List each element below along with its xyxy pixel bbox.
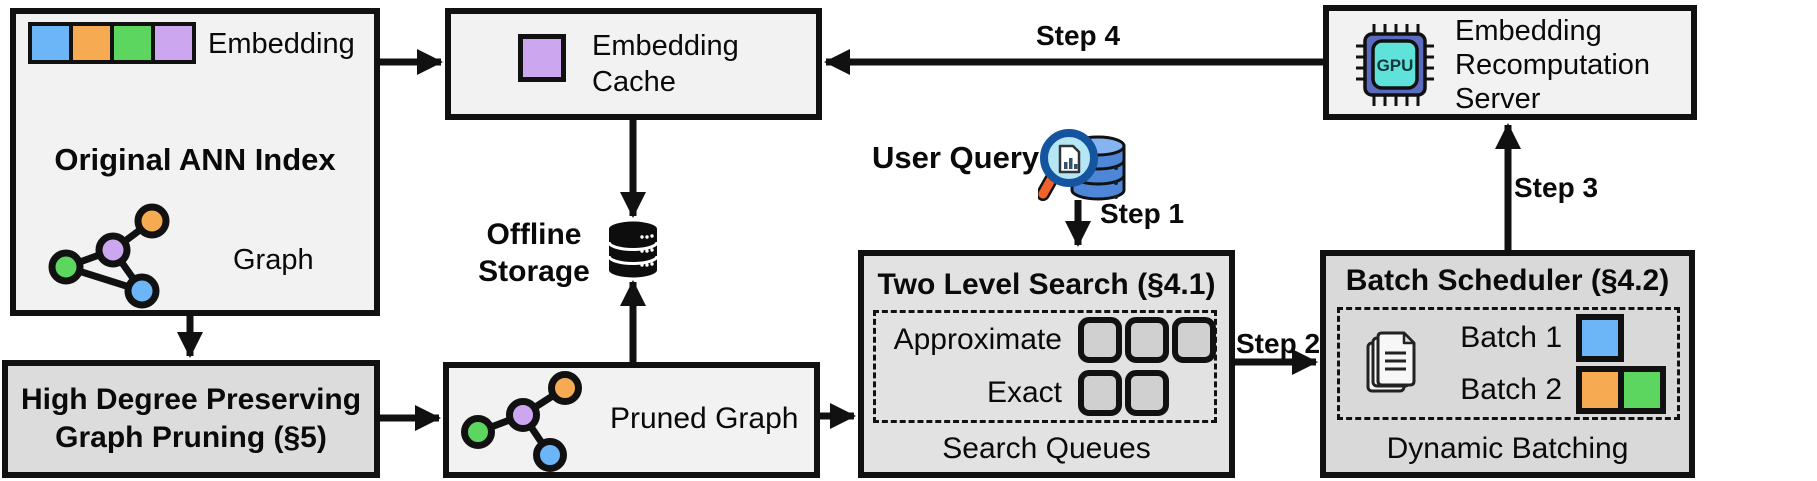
dynamic-batching-label: Dynamic Batching	[1386, 432, 1629, 465]
step1-label: Step 1	[1100, 198, 1185, 229]
user-query-label: User Query	[872, 140, 1040, 175]
two-level-search-title: Two Level Search (§4.1)	[877, 268, 1216, 301]
batch-item-orange	[1576, 366, 1624, 414]
step3-label: Step 3	[1514, 172, 1599, 203]
batch2-row: Batch 2	[1450, 366, 1666, 414]
queue-slot	[1078, 316, 1122, 363]
recomputation-server-label: Embedding Recomputation Server	[1455, 15, 1651, 115]
batch1-label: Batch 1	[1460, 321, 1562, 354]
gpu-chip-icon: GPU	[1356, 24, 1434, 106]
approximate-label: Approximate	[893, 322, 1062, 356]
embedding-cache-box: Embedding Cache	[445, 8, 822, 120]
batch1-row: Batch 1	[1450, 314, 1624, 362]
graph-pruning-box: High Degree Preserving Graph Pruning (§5…	[2, 360, 380, 478]
cached-embedding-icon	[518, 34, 566, 82]
embedding-cell-purple	[155, 26, 192, 60]
batch1-items	[1576, 314, 1624, 362]
queue-slot	[1078, 369, 1122, 416]
original-ann-index-title: Original ANN Index	[54, 142, 336, 177]
original-ann-index-box: Embedding Original ANN Index Graph	[10, 8, 380, 316]
embedding-vector-icon	[28, 22, 196, 64]
batch-item-green	[1618, 366, 1666, 414]
batch-item-blue	[1576, 314, 1624, 362]
documents-icon	[1366, 331, 1416, 393]
search-queues-label: Search Queues	[942, 432, 1151, 465]
embedding-cell-orange	[73, 26, 110, 60]
batch-scheduler-title: Batch Scheduler (§4.2)	[1345, 264, 1670, 297]
exact-label: Exact	[986, 375, 1062, 409]
embedding-cell-blue	[32, 26, 69, 60]
embedding-cell-green	[114, 26, 151, 60]
batch-scheduler-box: Batch Scheduler (§4.2) Batch 1 Batch 2	[1320, 250, 1695, 478]
step4-label: Step 4	[1035, 20, 1121, 51]
embedding-cache-label: Embedding Cache	[592, 30, 739, 98]
queue-slot	[1125, 369, 1169, 416]
pruned-graph-label: Pruned Graph	[610, 402, 799, 435]
approximate-queue-row: Approximate	[876, 313, 1216, 366]
offline-storage-database-icon	[607, 221, 659, 278]
offline-storage-label: Offline Storage	[478, 218, 590, 288]
exact-queue-slots	[1078, 369, 1214, 416]
graph-pruning-title: High Degree Preserving Graph Pruning (§5…	[20, 383, 362, 454]
queue-slot	[1172, 316, 1216, 363]
user-query-search-icon	[1038, 129, 1126, 201]
step2-label: Step 2	[1236, 328, 1321, 359]
batch2-label: Batch 2	[1460, 373, 1562, 406]
graph-icon	[48, 203, 170, 309]
document-in-lens-icon	[1058, 144, 1081, 174]
exact-queue-row: Exact	[876, 366, 1214, 419]
pruned-graph-box: Pruned Graph	[443, 362, 820, 478]
recomputation-server-box: GPU Embedding Recomputation Server	[1323, 5, 1697, 120]
pruned-graph-icon	[461, 371, 582, 472]
gpu-chip-text: GPU	[1377, 56, 1414, 75]
queue-slot	[1125, 316, 1169, 363]
batch2-items	[1576, 366, 1666, 414]
dynamic-batching-panel: Batch 1 Batch 2	[1337, 307, 1680, 420]
two-level-search-box: Two Level Search (§4.1) Approximate Exac…	[858, 250, 1235, 478]
graph-label: Graph	[233, 244, 314, 276]
search-queues-panel: Approximate Exact	[873, 310, 1217, 423]
approximate-queue-slots	[1078, 316, 1216, 363]
embedding-label: Embedding	[208, 28, 355, 60]
